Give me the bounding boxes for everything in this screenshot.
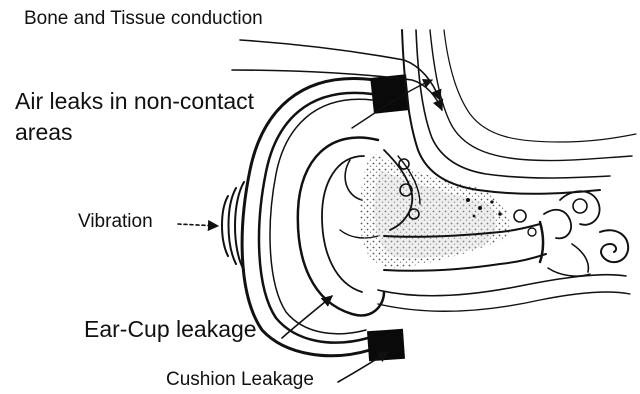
bone-tissue-conduction-label: Bone and Tissue conduction (24, 8, 263, 30)
lower-cushion-block (367, 329, 405, 361)
vibration-label: Vibration (78, 211, 153, 233)
vibration-waves (178, 182, 244, 270)
ear-cup-leakage-label: Ear-Cup leakage (84, 316, 257, 342)
air-leaks-label: Air leaks in non-contact areas (15, 86, 315, 148)
inner-ear (514, 191, 628, 276)
ear-cup-leakage-arrow (282, 296, 332, 338)
cushion-leakage-label: Cushion Leakage (166, 369, 314, 391)
